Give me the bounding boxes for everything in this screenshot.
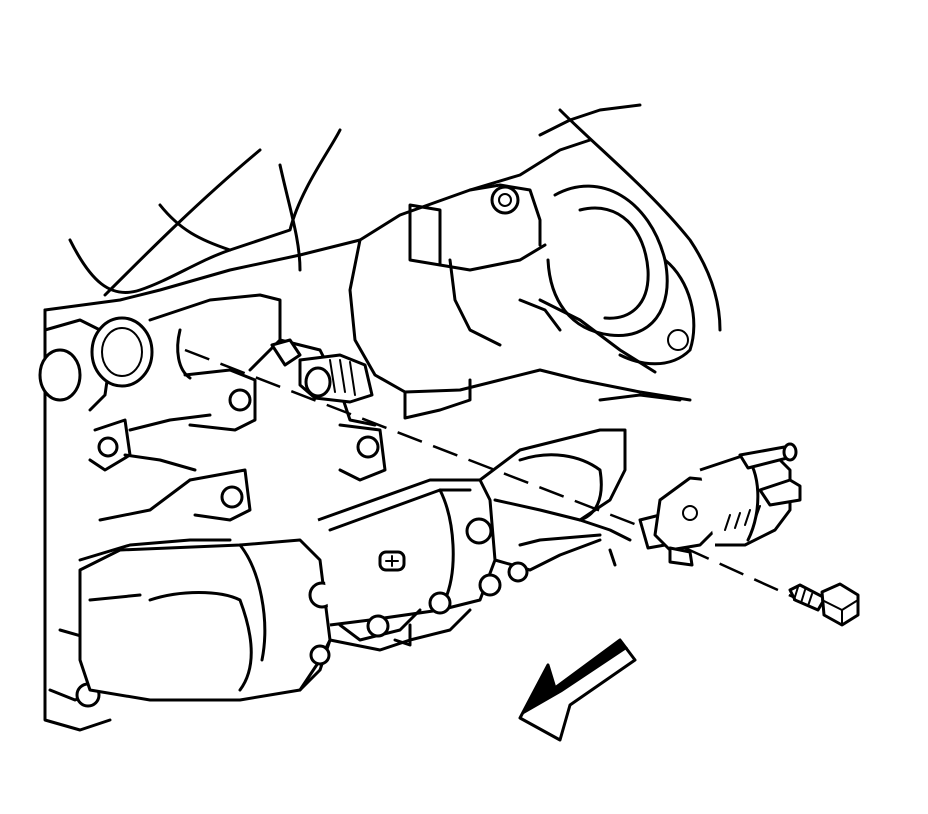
engine-block xyxy=(43,103,722,420)
starter-motor xyxy=(78,428,632,702)
front-direction-arrow xyxy=(518,638,637,742)
engine-connector xyxy=(270,338,374,404)
installation-guide-lines xyxy=(184,348,801,602)
engine-block-face xyxy=(38,293,387,732)
sensor xyxy=(638,442,802,567)
sensor-bolt xyxy=(788,582,860,627)
